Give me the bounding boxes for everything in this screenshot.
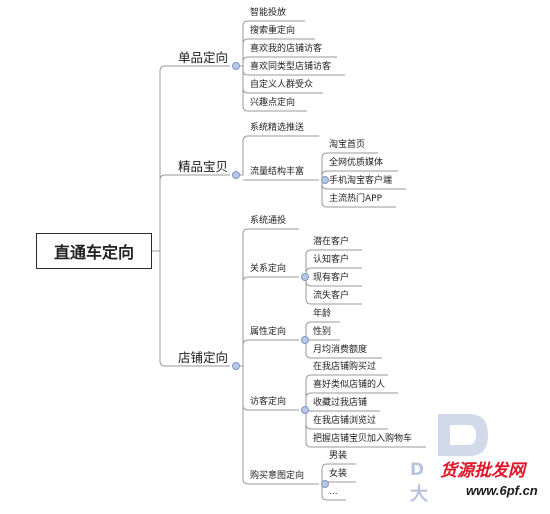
- child-connector: [242, 228, 299, 235]
- leaf-label[interactable]: 男装: [329, 451, 348, 461]
- branch-expander-icon[interactable]: [232, 62, 240, 70]
- watermark-site-name: 货源批发网: [440, 461, 525, 481]
- child-expander-icon[interactable]: [301, 273, 309, 281]
- watermark-url: www.6pf.cn: [466, 483, 538, 498]
- root-node-label: 直通车定向: [53, 243, 134, 262]
- child-connector: [242, 478, 319, 485]
- leaf-label[interactable]: 在我店铺浏览过: [313, 416, 377, 426]
- child-label[interactable]: 属性定向: [250, 327, 287, 337]
- leaf-label[interactable]: 女装: [329, 469, 348, 479]
- branch-expander-icon[interactable]: [232, 171, 240, 179]
- watermark-letters: D: [410, 460, 427, 480]
- leaf-label[interactable]: 性别: [313, 327, 332, 337]
- leaf-connector: [305, 298, 362, 305]
- leaf-connector: [321, 170, 398, 177]
- branch-connector: [159, 360, 230, 367]
- child-connector: [242, 20, 305, 27]
- child-label[interactable]: 系统通投: [250, 216, 287, 226]
- leaf-label[interactable]: 收藏过我店铺: [313, 398, 368, 408]
- branch-label[interactable]: 精品宝贝: [178, 159, 229, 174]
- child-label[interactable]: 喜欢同类型店铺访客: [250, 62, 332, 72]
- leaf-label[interactable]: 在我店铺购买过: [313, 362, 377, 372]
- child-label[interactable]: 购买意图定向: [250, 471, 305, 481]
- leaf-connector: [305, 441, 426, 448]
- leaf-label[interactable]: 流失客户: [313, 291, 350, 301]
- child-connector: [242, 69, 345, 76]
- root-node[interactable]: 直通车定向: [36, 233, 152, 269]
- leaf-label[interactable]: 潜在客户: [313, 237, 350, 247]
- leaf-connector: [305, 267, 362, 274]
- child-connector: [242, 38, 315, 45]
- leaf-connector: [321, 463, 356, 470]
- child-connector: [242, 339, 299, 346]
- child-connector: [242, 276, 299, 283]
- child-connector: [242, 105, 307, 112]
- leaf-connector: [321, 152, 378, 159]
- leaf-connector: [305, 280, 362, 287]
- leaf-label[interactable]: 把握店铺宝贝加入购物车: [313, 434, 413, 444]
- leaf-connector: [305, 321, 340, 328]
- child-label[interactable]: 访客定向: [250, 397, 287, 407]
- watermark-logo-icon: [438, 414, 488, 456]
- leaf-label[interactable]: 全网优质媒体: [329, 158, 384, 168]
- branch-label[interactable]: 单品定向: [178, 50, 229, 65]
- child-label[interactable]: 喜欢我的店铺访客: [250, 44, 323, 54]
- leaf-label[interactable]: 年龄: [313, 309, 332, 319]
- leaf-connector: [305, 352, 382, 359]
- leaf-label[interactable]: 手机淘宝客户端: [329, 176, 393, 186]
- branch-label[interactable]: 店铺定向: [178, 350, 229, 365]
- child-expander-icon[interactable]: [321, 480, 329, 488]
- leaf-connector: [321, 201, 396, 208]
- child-expander-icon[interactable]: [301, 336, 309, 344]
- leaf-connector: [321, 494, 346, 501]
- leaf-connector: [305, 374, 388, 381]
- branch-expander-icon[interactable]: [232, 362, 240, 370]
- child-label[interactable]: 自定义人群受众: [250, 80, 314, 90]
- leaf-connector: [321, 183, 406, 190]
- leaf-label[interactable]: ...: [329, 487, 338, 497]
- child-label[interactable]: 关系定向: [250, 264, 287, 274]
- child-label[interactable]: 智能投放: [250, 8, 287, 18]
- child-label[interactable]: 搜索重定向: [250, 26, 296, 36]
- child-connector: [242, 87, 323, 94]
- leaf-connector: [305, 392, 398, 399]
- leaf-label[interactable]: 喜好类似店铺的人: [313, 380, 386, 390]
- child-connector: [242, 56, 337, 63]
- branch-connector: [159, 174, 230, 181]
- child-label[interactable]: 流量结构丰富: [250, 167, 305, 177]
- child-connector: [242, 404, 299, 411]
- leaf-label[interactable]: 主流热门APP: [329, 194, 383, 204]
- leaf-label[interactable]: 淘宝首页: [329, 140, 366, 150]
- child-label[interactable]: 兴趣点定向: [250, 98, 296, 108]
- leaf-connector: [305, 249, 362, 256]
- leaf-label[interactable]: 现有客户: [313, 273, 350, 283]
- leaf-label[interactable]: 月均消费额度: [313, 345, 368, 355]
- child-expander-icon[interactable]: [301, 406, 309, 414]
- leaf-label[interactable]: 认知客户: [313, 255, 350, 265]
- watermark-partial-text: 大: [410, 484, 428, 505]
- child-connector: [242, 135, 319, 142]
- branch-connector: [159, 65, 230, 72]
- child-expander-icon[interactable]: [321, 176, 329, 184]
- child-label[interactable]: 系统精选推送: [250, 123, 305, 133]
- leaf-connector: [305, 423, 388, 430]
